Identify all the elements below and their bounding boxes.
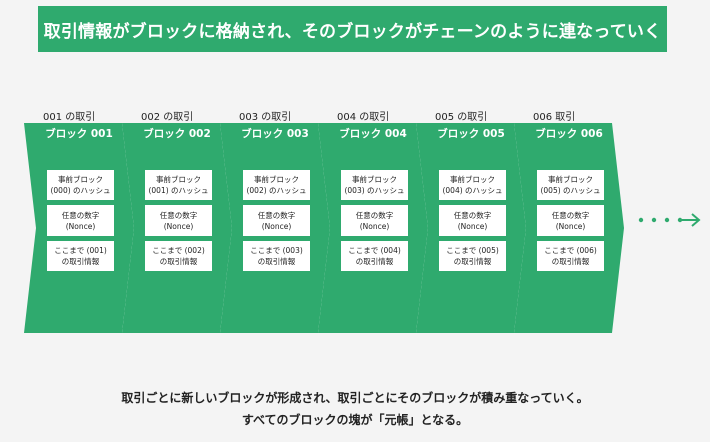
transaction-info-cell: ここまで (003)の取引情報 — [243, 241, 310, 271]
nonce-cell: 任意の数字(Nonce) — [145, 205, 212, 236]
block-001: 001 の取引 ブロック 001 事前ブロック(000) のハッシュ 任意の数字… — [24, 108, 134, 333]
transaction-label: 002 の取引 — [141, 112, 194, 123]
previous-hash-cell: 事前ブロック(005) のハッシュ — [537, 170, 604, 200]
diagram-title: 取引情報がブロックに格納され、そのブロックがチェーンのように連なっていく — [38, 6, 667, 52]
previous-hash-cell: 事前ブロック(001) のハッシュ — [145, 170, 212, 200]
caption-line-2: すべてのブロックの塊が「元帳」となる。 — [241, 413, 469, 427]
block-name: ブロック 004 — [339, 128, 407, 140]
transaction-info-cell: ここまで (006)の取引情報 — [537, 241, 604, 271]
block-name: ブロック 001 — [45, 128, 113, 140]
transaction-label: 006 取引 — [533, 112, 576, 123]
previous-hash-cell: 事前ブロック(000) のハッシュ — [47, 170, 114, 200]
block-006: 006 取引 ブロック 006 事前ブロック(005) のハッシュ 任意の数字(… — [514, 108, 624, 333]
transaction-info-cell: ここまで (002)の取引情報 — [145, 241, 212, 271]
previous-hash-cell: 事前ブロック(002) のハッシュ — [243, 170, 310, 200]
previous-hash-cell: 事前ブロック(004) のハッシュ — [439, 170, 506, 200]
previous-hash-cell: 事前ブロック(003) のハッシュ — [341, 170, 408, 200]
dotted-arrow-right-icon — [638, 213, 701, 227]
transaction-label: 005 の取引 — [435, 112, 488, 123]
block-name: ブロック 006 — [535, 128, 603, 140]
transaction-info-cell: ここまで (005)の取引情報 — [439, 241, 506, 271]
block-name: ブロック 002 — [143, 128, 211, 140]
transaction-info-cell: ここまで (001)の取引情報 — [47, 241, 114, 271]
nonce-cell: 任意の数字(Nonce) — [439, 205, 506, 236]
nonce-cell: 任意の数字(Nonce) — [243, 205, 310, 236]
transaction-label: 003 の取引 — [239, 112, 292, 123]
nonce-cell: 任意の数字(Nonce) — [537, 205, 604, 236]
block-002: 002 の取引 ブロック 002 事前ブロック(001) のハッシュ 任意の数字… — [122, 108, 232, 333]
block-name: ブロック 003 — [241, 128, 309, 140]
transaction-info-cell: ここまで (004)の取引情報 — [341, 241, 408, 271]
nonce-cell: 任意の数字(Nonce) — [341, 205, 408, 236]
block-name: ブロック 005 — [437, 128, 505, 140]
caption-line-1: 取引ごとに新しいブロックが形成され、取引ごとにそのブロックが積み重なっていく。 — [121, 391, 589, 405]
block-005: 005 の取引 ブロック 005 事前ブロック(004) のハッシュ 任意の数字… — [416, 108, 526, 333]
block-004: 004 の取引 ブロック 004 事前ブロック(003) のハッシュ 任意の数字… — [318, 108, 428, 333]
block-003: 003 の取引 ブロック 003 事前ブロック(002) のハッシュ 任意の数字… — [220, 108, 330, 333]
transaction-label: 001 の取引 — [43, 112, 96, 123]
transaction-label: 004 の取引 — [337, 112, 390, 123]
nonce-cell: 任意の数字(Nonce) — [47, 205, 114, 236]
